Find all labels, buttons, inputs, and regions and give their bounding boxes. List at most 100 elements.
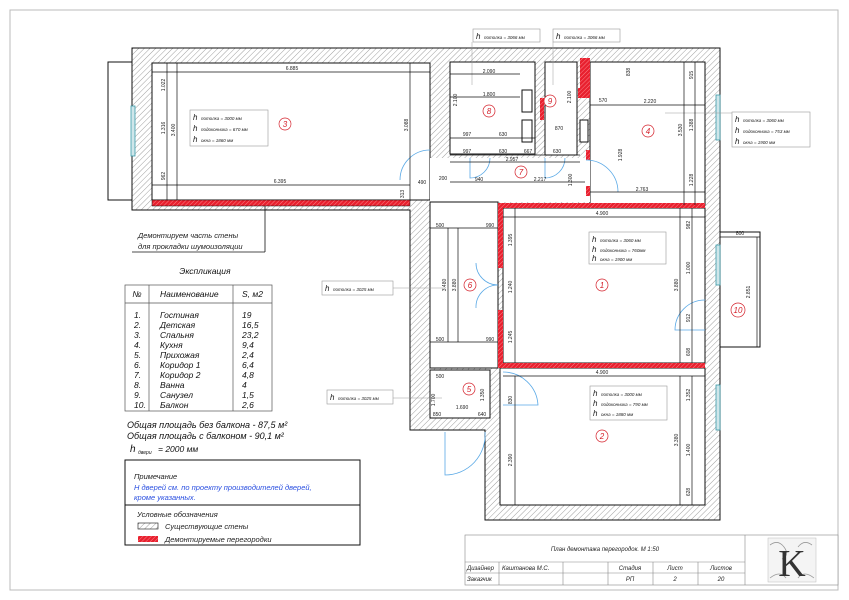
dimension-label: 3.880 [674, 279, 680, 292]
dimension-label: 500 [436, 223, 445, 229]
window-height: окна = 1900 мм [743, 140, 775, 145]
dimension-label: 997 [463, 149, 472, 155]
room-name: Кухня [160, 340, 183, 350]
svg-text:8: 8 [487, 107, 492, 116]
row-number: 1. [134, 310, 141, 320]
window-height: окна = 1900 мм [600, 257, 632, 262]
dimension-label: 640 [478, 412, 487, 418]
svg-text:= 2000 мм: = 2000 мм [158, 444, 198, 454]
room-area: 23,2 [241, 330, 259, 340]
svg-text:3: 3 [283, 120, 288, 129]
dimension-label: 3.400 [171, 124, 177, 137]
dimension-label: 3.530 [678, 124, 684, 137]
dimension-label: 2.217 [534, 177, 547, 183]
room-number-3: 3 [278, 117, 292, 131]
room-number-7: 7 [514, 165, 528, 179]
room-area: 4,8 [242, 370, 254, 380]
dimension-label: 3.480 [442, 279, 448, 292]
ceiling-height: потолка = 3060 мм [743, 118, 784, 123]
sheet-value: 2 [672, 577, 677, 583]
ceiling-height: потолка = 3066 мм [484, 35, 525, 40]
h-symbol: h [193, 124, 198, 133]
dimension-label: 850 [433, 412, 442, 418]
dimension-label: 570 [599, 98, 608, 104]
h-symbol: h [592, 235, 597, 244]
h-symbol: h [593, 399, 598, 408]
h-symbol: h [593, 389, 598, 398]
dimension-label: 2.100 [453, 94, 459, 107]
h-symbol: h [193, 135, 198, 144]
door-arc [674, 299, 706, 331]
dimension-label: 2.763 [636, 187, 649, 193]
dimension-label: 200 [439, 176, 448, 182]
room-number-5: 5 [462, 382, 476, 396]
window-height: окна = 1880 мм [601, 412, 633, 417]
dimension-label: 962 [161, 172, 167, 181]
room-name: Коридор 1 [160, 360, 201, 370]
dimension-label: 667 [524, 149, 533, 155]
sill-height: подоконника = 753 мм [743, 129, 790, 134]
room-area: 19 [242, 310, 252, 320]
room-name: Детская [159, 320, 196, 330]
row-number: 5. [134, 350, 141, 360]
door-arc [502, 371, 539, 406]
existing-walls [107, 47, 761, 521]
info-box-room1: h потолка = 3060 мм h подоконника = 760м… [588, 231, 667, 265]
info-box-room5: h потолка = 3025 мм [326, 389, 442, 405]
info-box-room9: h потолка = 3066 мм [552, 28, 621, 85]
door-arc [544, 157, 566, 179]
dimension-lines [152, 62, 760, 505]
client-label: Заказчик [467, 577, 493, 583]
dimension-label: 1.245 [508, 331, 514, 344]
dimension-label: 990 [486, 223, 495, 229]
callout-text: для прокладки шумоизоляции [138, 242, 243, 251]
note-text: кроме указанных. [134, 493, 196, 502]
row-number: 4. [134, 340, 141, 350]
window [715, 244, 721, 286]
room-9-floor [544, 61, 578, 156]
dimension-label: 2.957 [506, 157, 519, 163]
dimension-label: 2.220 [644, 99, 657, 105]
row-number: 9. [134, 390, 141, 400]
dimension-label: 1.228 [689, 174, 695, 187]
h-symbol: h [735, 126, 740, 135]
column-header: S, м2 [242, 289, 263, 299]
dimension-label: 500 [436, 337, 445, 343]
svg-text:9: 9 [548, 97, 553, 106]
room-number-10: 10 [730, 302, 746, 318]
room-area: 16,5 [242, 320, 259, 330]
explication-title: Экспликация [179, 266, 231, 276]
note-text: Н дверей см. по проекту производителей д… [134, 483, 312, 492]
room-number-8: 8 [482, 104, 496, 118]
room-area: 1,5 [242, 390, 254, 400]
room-name: Ванна [160, 380, 185, 390]
row-number: 10. [134, 400, 146, 410]
dimension-label: 1.700 [431, 394, 437, 407]
legend-existing-swatch [137, 522, 159, 530]
dimension-label: 1.928 [618, 149, 624, 162]
svg-text:4: 4 [646, 127, 651, 136]
bathroom-fixture [521, 119, 533, 143]
info-box-room2: h потолка = 3000 мм h подоконника = 790 … [589, 385, 668, 421]
legend-existing-label: Существующие стены [165, 522, 249, 531]
row-number: 6. [134, 360, 141, 370]
h-symbol: h [330, 393, 335, 402]
room-number-2: 2 [595, 429, 609, 443]
bathroom-fixture [521, 89, 533, 113]
svg-text:7: 7 [519, 168, 524, 177]
door-arc [399, 149, 431, 181]
dimension-label: 1.388 [689, 119, 695, 132]
svg-text:1: 1 [600, 281, 604, 290]
room-name: Гостиная [160, 310, 199, 320]
info-box-room8: h потолка = 3066 мм [471, 28, 541, 85]
dimension-label: 1.690 [456, 405, 469, 411]
svg-text:6: 6 [468, 281, 473, 290]
h-symbol: h [592, 245, 597, 254]
